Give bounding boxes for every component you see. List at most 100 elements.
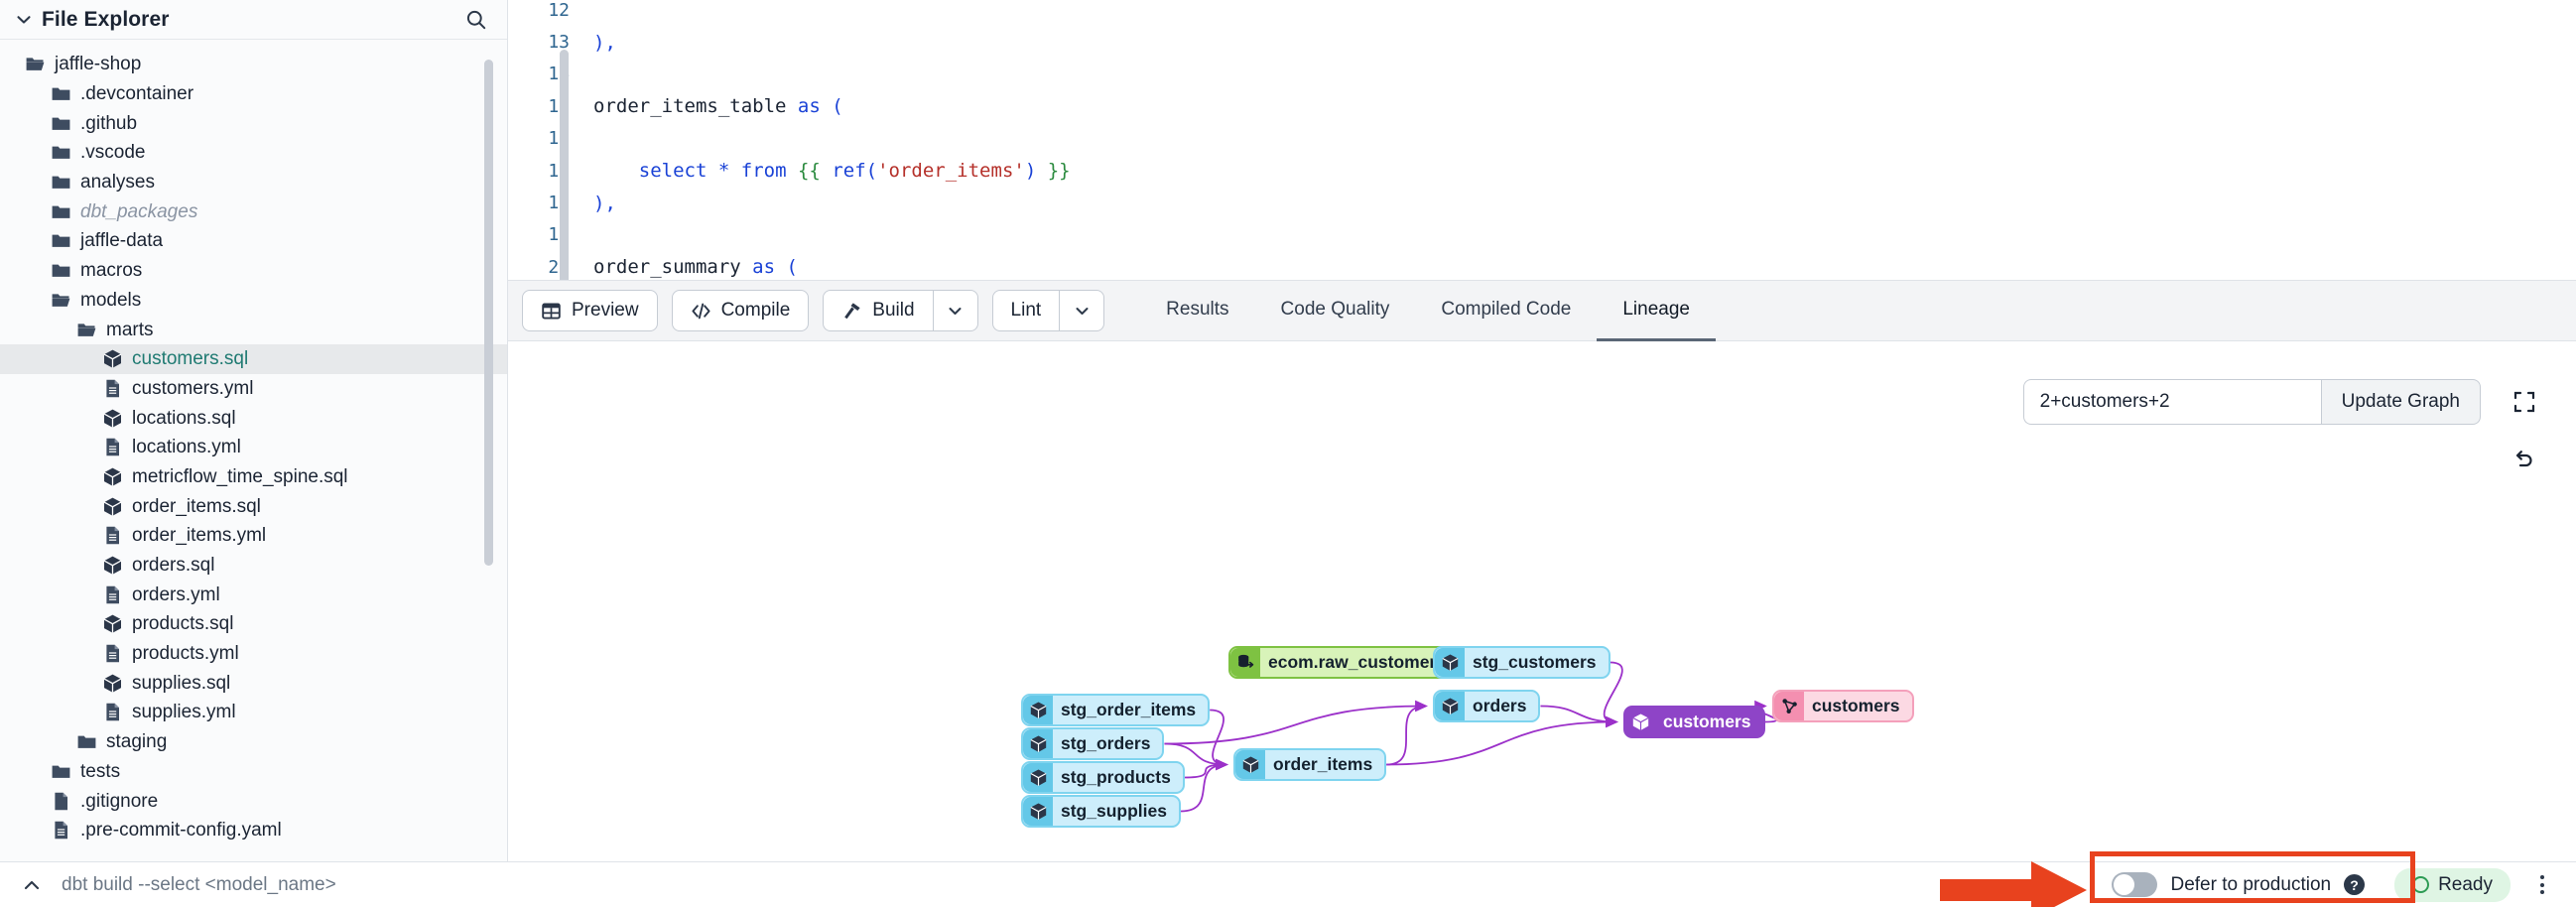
- code-line: 18),: [508, 187, 2576, 218]
- database-source-icon: [1230, 648, 1260, 677]
- defer-to-production-toggle[interactable]: [2112, 872, 2158, 897]
- lineage-node-order-items[interactable]: order_items: [1233, 748, 1387, 781]
- file-tree-item-label: orders.yml: [132, 583, 220, 605]
- code-line: 12: [508, 0, 2576, 26]
- editor-scrollbar[interactable]: [560, 50, 569, 280]
- chevron-up-icon[interactable]: [16, 869, 48, 901]
- code-line: 13),: [508, 26, 2576, 58]
- lineage-node-stg-order-items[interactable]: stg_order_items: [1021, 694, 1211, 726]
- build-button[interactable]: Build: [823, 290, 933, 331]
- file-tree-item[interactable]: macros: [0, 256, 507, 286]
- file-tree-item[interactable]: .devcontainer: [0, 79, 507, 109]
- compile-button[interactable]: Compile: [671, 290, 810, 331]
- file-tree-item[interactable]: .vscode: [0, 138, 507, 168]
- tab-code-quality[interactable]: Code Quality: [1280, 298, 1390, 320]
- file-tree-item[interactable]: tests: [0, 757, 507, 787]
- file-tree-item[interactable]: products.sql: [0, 609, 507, 639]
- file-tree-item[interactable]: supplies.yml: [0, 698, 507, 727]
- file-tree-item[interactable]: metricflow_time_spine.sql: [0, 462, 507, 492]
- help-question-icon[interactable]: ?: [2344, 874, 2366, 895]
- lineage-node-orders[interactable]: orders: [1433, 690, 1541, 722]
- folder-icon: [50, 230, 71, 252]
- lineage-node-label: customers: [1812, 695, 1900, 715]
- preview-button[interactable]: Preview: [522, 290, 658, 331]
- toolbar-button-group: Compile: [671, 290, 810, 331]
- lineage-node-customers-model[interactable]: customers: [1623, 706, 1765, 738]
- lineage-node-customers-exposure[interactable]: customers: [1772, 690, 1914, 722]
- file-tree-item-label: customers.sql: [132, 348, 249, 370]
- folder-icon: [50, 200, 71, 222]
- lint-button[interactable]: Lint: [991, 290, 1060, 331]
- defer-to-production-label: Defer to production: [2170, 873, 2332, 895]
- tab-results[interactable]: Results: [1166, 298, 1229, 320]
- file-tree-item[interactable]: locations.sql: [0, 403, 507, 433]
- reset-graph-icon[interactable]: [2507, 442, 2542, 477]
- lineage-node-label: orders: [1473, 695, 1527, 715]
- model-cube-icon: [1023, 729, 1053, 758]
- toolbar-button-label: Preview: [572, 300, 639, 321]
- lineage-node-stg-supplies[interactable]: stg_supplies: [1021, 795, 1181, 828]
- file-tree-item[interactable]: orders.sql: [0, 551, 507, 581]
- file-tree-item[interactable]: order_items.sql: [0, 491, 507, 521]
- file-tree-item-label: supplies.sql: [132, 672, 231, 694]
- sidebar-scrollbar[interactable]: [484, 60, 493, 566]
- lineage-node-stg-customers[interactable]: stg_customers: [1433, 646, 1610, 679]
- file-tree-item[interactable]: staging: [0, 727, 507, 757]
- command-status-bar: Defer to production ? Ready: [0, 861, 2576, 907]
- lineage-node-label: stg_order_items: [1061, 699, 1197, 719]
- file-tree-item[interactable]: jaffle-shop: [0, 50, 507, 79]
- chevron-down-icon[interactable]: [1059, 290, 1105, 331]
- file-tree-item[interactable]: products.yml: [0, 639, 507, 669]
- file-tree-item[interactable]: dbt_packages: [0, 196, 507, 226]
- toolbar-button-group: Build: [823, 290, 978, 331]
- model-cube-icon: [101, 465, 123, 487]
- file-tree-item-label: products.yml: [132, 643, 239, 665]
- file-tree-item[interactable]: locations.yml: [0, 433, 507, 462]
- file-tree-item[interactable]: analyses: [0, 168, 507, 197]
- tab-compiled-code[interactable]: Compiled Code: [1441, 298, 1572, 320]
- file-tree-item[interactable]: customers.sql: [0, 343, 507, 374]
- search-icon[interactable]: [463, 7, 489, 33]
- model-cube-icon: [101, 555, 123, 577]
- toolbar-button-group: Lint: [991, 290, 1105, 331]
- chevron-down-icon[interactable]: [932, 290, 978, 331]
- line-number: 13: [548, 32, 570, 54]
- more-options-icon[interactable]: [2524, 867, 2560, 903]
- code-line: 20order_summary as (: [508, 251, 2576, 280]
- graph-selector-input[interactable]: [2022, 379, 2321, 425]
- fullscreen-icon[interactable]: [2507, 384, 2542, 420]
- file-tree-item[interactable]: .pre-commit-config.yaml: [0, 816, 507, 845]
- lineage-node-stg-products[interactable]: stg_products: [1021, 761, 1185, 794]
- yaml-file-icon: [101, 702, 123, 723]
- file-tree-item[interactable]: marts: [0, 315, 507, 344]
- model-cube-icon: [101, 613, 123, 635]
- folder-icon: [50, 112, 71, 134]
- main-workspace: File Explorer jaffle-shop.devcontainer.g…: [0, 0, 2576, 861]
- model-cube-icon: [1023, 696, 1053, 724]
- defer-to-production-control: Defer to production ?: [2098, 866, 2379, 903]
- chevron-down-icon[interactable]: [14, 10, 34, 30]
- file-tree-item[interactable]: .github: [0, 108, 507, 138]
- file-tree-item[interactable]: order_items.yml: [0, 521, 507, 551]
- file-tree-item-label: marts: [106, 319, 154, 340]
- file-tree-item-label: dbt_packages: [80, 200, 198, 222]
- file-tree-item[interactable]: jaffle-data: [0, 226, 507, 256]
- file-tree-item[interactable]: models: [0, 286, 507, 316]
- lineage-node-stg-orders[interactable]: stg_orders: [1021, 727, 1165, 760]
- file-tree-item[interactable]: .gitignore: [0, 786, 507, 816]
- dbt-command-input[interactable]: [62, 867, 2081, 902]
- file-tree-item[interactable]: supplies.sql: [0, 668, 507, 698]
- file-tree-item-label: metricflow_time_spine.sql: [132, 465, 348, 487]
- hammer-icon: [841, 301, 862, 322]
- code-text: select * from {{ ref('order_items') }}: [638, 160, 1071, 183]
- lineage-graph-panel[interactable]: Update Graph ecom.raw_customersstg_custo…: [508, 341, 2576, 861]
- lineage-node-ecom-raw-customers[interactable]: ecom.raw_customers: [1228, 646, 1460, 679]
- file-tree-item[interactable]: orders.yml: [0, 580, 507, 609]
- toolbar-buttons: Preview Compile Build Lint: [522, 290, 1105, 331]
- file-tree-item[interactable]: customers.yml: [0, 374, 507, 404]
- tab-lineage[interactable]: Lineage: [1597, 280, 1716, 341]
- update-graph-button[interactable]: Update Graph: [2320, 379, 2481, 425]
- yaml-file-icon: [101, 583, 123, 605]
